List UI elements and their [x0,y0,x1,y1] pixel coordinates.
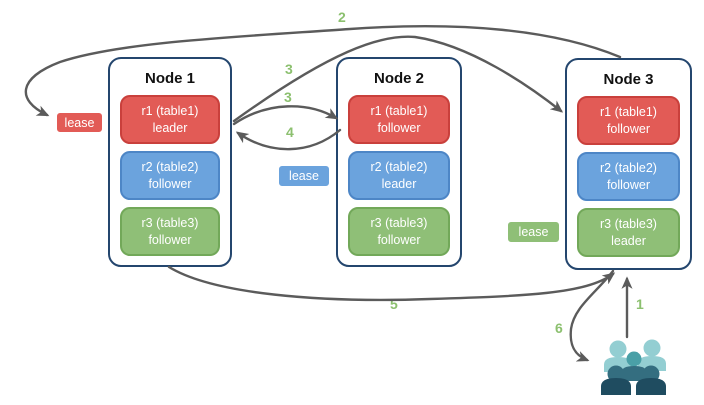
lease-badge-r2: lease [278,165,330,187]
node-1-range-r3: r3 (table3) follower [120,207,220,256]
node-3-title: Node 3 [603,71,654,88]
range-role: leader [381,176,417,191]
node-3-card: Node 3 r1 (table1) follower r2 (table2) … [565,58,692,270]
node-2-range-r2: r2 (table2) leader [348,151,450,200]
range-role: leader [152,120,188,135]
range-role: follower [148,176,192,191]
node-2-title: Node 2 [373,70,424,87]
step-label-3a: 3 [285,61,293,77]
node-3-range-r3: r3 (table3) leader [577,208,680,257]
range-role: follower [148,232,192,247]
node-1-title: Node 1 [144,70,195,87]
step-label-5: 5 [390,296,398,312]
node-1-range-r2: r2 (table2) follower [120,151,220,200]
range-role: leader [611,233,646,248]
range-name: r3 (table3) [370,216,428,231]
node-1-range-r1: r1 (table1) leader [120,95,220,144]
range-name: r3 (table3) [600,217,657,232]
arrow-step-3-node1-to-node2 [232,105,339,126]
range-name: r2 (table2) [141,160,199,175]
step-label-4: 4 [286,124,294,140]
node-2-range-r3: r3 (table3) follower [348,207,450,256]
step-label-1: 1 [636,296,644,312]
lease-badge-r3: lease [507,221,560,243]
range-name: r2 (table2) [370,160,428,175]
step-label-6: 6 [555,320,563,336]
range-role: follower [377,232,421,247]
range-name: r3 (table3) [141,216,199,231]
range-name: r1 (table1) [600,105,657,120]
node-2-card: Node 2 r1 (table1) follower r2 (table2) … [336,57,462,267]
node-3-range-r2: r2 (table2) follower [577,152,680,201]
arrow-step-6-node3-to-clients [569,269,615,362]
range-role: follower [606,177,651,192]
range-role: follower [606,121,651,136]
node-2-range-r1: r1 (table1) follower [348,95,450,144]
range-name: r2 (table2) [600,161,657,176]
node-3-range-r1: r1 (table1) follower [577,96,680,145]
range-role: follower [377,120,421,135]
range-name: r1 (table1) [370,104,428,119]
people-group-icon [601,339,666,395]
lease-badge-r1: lease [56,112,103,133]
step-label-3b: 3 [284,89,292,105]
arrow-step-5-node1-to-node3 [167,265,616,302]
range-name: r1 (table1) [141,104,199,119]
step-label-2: 2 [338,9,346,25]
node-1-card: Node 1 r1 (table1) leader r2 (table2) fo… [108,57,232,267]
